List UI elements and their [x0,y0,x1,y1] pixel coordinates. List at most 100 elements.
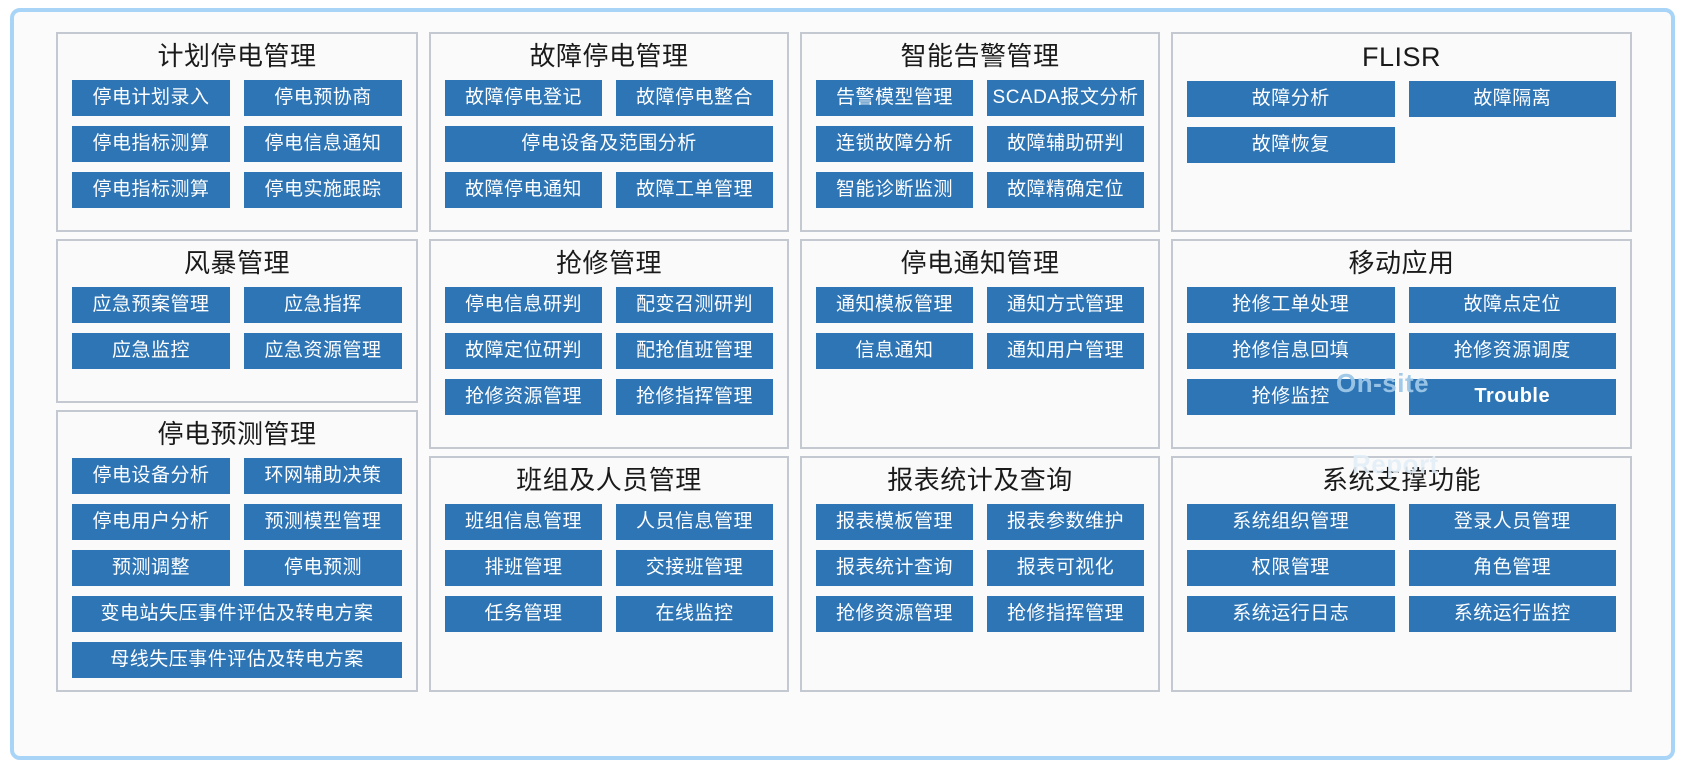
module-button[interactable]: 抢修资源管理 [816,595,973,632]
module-button[interactable]: 应急资源管理 [244,332,402,369]
panel-title-team-and-personnel-management: 班组及人员管理 [516,465,702,495]
module-button[interactable]: 通知模板管理 [816,286,973,323]
module-button[interactable]: 故障停电登记 [445,79,602,116]
button-group-team-and-personnel-management: 班组信息管理人员信息管理排班管理交接班管理任务管理在线监控 [431,503,787,644]
module-button[interactable]: Trouble [1408,378,1616,415]
panel-outage-forecast-management: 停电预测管理停电设备分析环网辅助决策停电用户分析预测模型管理预测调整停电预测变电… [56,410,418,692]
module-button[interactable]: 故障隔离 [1408,81,1616,118]
module-button[interactable]: 故障精确定位 [987,171,1144,208]
module-button[interactable]: 排班管理 [445,549,602,586]
button-group-storm-management: 应急预案管理应急指挥应急监控应急资源管理 [58,286,416,381]
module-button[interactable]: 故障定位研判 [445,332,602,369]
module-button[interactable]: 停电指标测算 [72,171,230,208]
panel-storm-management: 风暴管理应急预案管理应急指挥应急监控应急资源管理 [56,239,418,403]
module-button[interactable]: 抢修资源管理 [445,378,602,415]
module-button[interactable]: 任务管理 [445,595,602,632]
module-button[interactable]: 抢修指挥管理 [616,378,773,415]
button-group-outage-forecast-management: 停电设备分析环网辅助决策停电用户分析预测模型管理预测调整停电预测变电站失压事件评… [58,457,416,690]
module-button[interactable]: 系统组织管理 [1187,503,1395,540]
module-button[interactable]: 应急预案管理 [72,286,230,323]
module-button[interactable]: 停电指标测算 [72,125,230,162]
module-button[interactable]: 停电设备及范围分析 [445,125,773,162]
button-group-fault-outage-management: 故障停电登记故障停电整合停电设备及范围分析故障停电通知故障工单管理 [431,79,787,220]
module-button[interactable]: 报表模板管理 [816,503,973,540]
module-button[interactable]: 停电信息研判 [445,286,602,323]
module-button[interactable]: 停电信息通知 [244,125,402,162]
panel-team-and-personnel-management: 班组及人员管理班组信息管理人员信息管理排班管理交接班管理任务管理在线监控 [429,456,789,692]
panel-fault-outage-management: 故障停电管理故障停电登记故障停电整合停电设备及范围分析故障停电通知故障工单管理 [429,32,789,232]
module-button[interactable]: 系统运行监控 [1408,595,1616,632]
module-button[interactable]: 交接班管理 [616,549,773,586]
module-button[interactable]: 权限管理 [1187,549,1395,586]
module-button[interactable]: 登录人员管理 [1408,503,1616,540]
module-button[interactable]: 停电预测 [244,549,402,586]
panel-title-storm-management: 风暴管理 [183,248,290,278]
module-button[interactable]: 系统运行日志 [1187,595,1395,632]
module-button[interactable]: 报表参数维护 [987,503,1144,540]
module-button[interactable]: 停电用户分析 [72,503,230,540]
button-group-outage-notification-management: 通知模板管理通知方式管理信息通知通知用户管理 [802,286,1158,381]
module-button[interactable]: 预测模型管理 [244,503,402,540]
module-button[interactable]: 通知方式管理 [987,286,1144,323]
module-button[interactable]: 抢修资源调度 [1408,332,1616,369]
panel-title-planned-outage-management: 计划停电管理 [157,41,317,71]
module-button[interactable]: 通知用户管理 [987,332,1144,369]
panel-title-fault-outage-management: 故障停电管理 [529,41,689,71]
module-button[interactable]: 人员信息管理 [616,503,773,540]
button-group-report-statistics-and-query: 报表模板管理报表参数维护报表统计查询报表可视化抢修资源管理抢修指挥管理 [802,503,1158,644]
panel-title-flisr: FLISR [1361,42,1442,72]
button-group-system-support-functions: 系统组织管理登录人员管理权限管理角色管理系统运行日志系统运行监控 [1173,503,1630,644]
module-button[interactable]: 应急指挥 [244,286,402,323]
module-button[interactable]: 变电站失压事件评估及转电方案 [72,595,402,632]
module-button[interactable]: 连锁故障分析 [816,125,973,162]
module-button[interactable]: 预测调整 [72,549,230,586]
module-button[interactable]: 配抢值班管理 [616,332,773,369]
panel-title-emergency-repair-management: 抢修管理 [555,248,662,278]
module-button[interactable]: 故障分析 [1187,81,1395,118]
module-button[interactable]: SCADA报文分析 [987,79,1144,116]
panel-title-outage-forecast-management: 停电预测管理 [157,419,317,449]
panel-planned-outage-management: 计划停电管理停电计划录入停电预协商停电指标测算停电信息通知停电指标测算停电实施跟… [56,32,418,232]
module-button[interactable]: 应急监控 [72,332,230,369]
module-button[interactable]: 抢修信息回填 [1187,332,1395,369]
panel-system-support-functions: 系统支撑功能系统组织管理登录人员管理权限管理角色管理系统运行日志系统运行监控 [1171,456,1632,692]
module-button[interactable]: 班组信息管理 [445,503,602,540]
module-button[interactable]: 抢修监控 [1187,378,1395,415]
module-button[interactable]: 在线监控 [616,595,773,632]
module-button[interactable]: 告警模型管理 [816,79,973,116]
module-button[interactable]: 停电预协商 [244,79,402,116]
module-button[interactable]: 环网辅助决策 [244,457,402,494]
module-button[interactable]: 抢修指挥管理 [987,595,1144,632]
panel-title-system-support-functions: 系统支撑功能 [1321,465,1481,495]
module-button[interactable]: 故障停电通知 [445,171,602,208]
module-button[interactable]: 停电设备分析 [72,457,230,494]
panel-emergency-repair-management: 抢修管理停电信息研判配变召测研判故障定位研判配抢值班管理抢修资源管理抢修指挥管理 [429,239,789,449]
panel-grid: 计划停电管理停电计划录入停电预协商停电指标测算停电信息通知停电指标测算停电实施跟… [56,32,1632,692]
button-group-flisr: 故障分析故障隔离故障恢复 [1173,81,1630,175]
button-group-intelligent-alarm-management: 告警模型管理 SCADA报文分析连锁故障分析故障辅助研判智能诊断监测故障精确定位 [802,79,1158,220]
module-button[interactable]: 智能诊断监测 [816,171,973,208]
module-button[interactable]: 故障工单管理 [616,171,773,208]
module-button[interactable]: 配变召测研判 [616,286,773,323]
module-button[interactable]: 故障点定位 [1408,286,1616,323]
module-button[interactable]: 故障恢复 [1187,127,1395,164]
panel-intelligent-alarm-management: 智能告警管理告警模型管理 SCADA报文分析连锁故障分析故障辅助研判智能诊断监测故… [800,32,1160,232]
panel-title-intelligent-alarm-management: 智能告警管理 [900,41,1060,71]
module-button[interactable]: 停电实施跟踪 [244,171,402,208]
module-button[interactable]: 报表统计查询 [816,549,973,586]
panel-mobile-application: 移动应用抢修工单处理故障点定位抢修信息回填抢修资源调度抢修监控 Trouble [1171,239,1632,449]
module-button[interactable]: 报表可视化 [987,549,1144,586]
module-button[interactable]: 故障停电整合 [616,79,773,116]
button-group-planned-outage-management: 停电计划录入停电预协商停电指标测算停电信息通知停电指标测算停电实施跟踪 [58,79,416,220]
button-group-emergency-repair-management: 停电信息研判配变召测研判故障定位研判配抢值班管理抢修资源管理抢修指挥管理 [431,286,787,427]
module-button[interactable]: 抢修工单处理 [1187,286,1395,323]
module-button[interactable]: 停电计划录入 [72,79,230,116]
panel-title-mobile-application: 移动应用 [1348,248,1455,278]
module-button[interactable]: 信息通知 [816,332,973,369]
module-button[interactable]: 角色管理 [1408,549,1616,586]
module-button[interactable]: 母线失压事件评估及转电方案 [72,641,402,678]
panel-report-statistics-and-query: 报表统计及查询报表模板管理报表参数维护报表统计查询报表可视化抢修资源管理抢修指挥… [800,456,1160,692]
panel-title-outage-notification-management: 停电通知管理 [900,248,1060,278]
module-button[interactable]: 故障辅助研判 [987,125,1144,162]
